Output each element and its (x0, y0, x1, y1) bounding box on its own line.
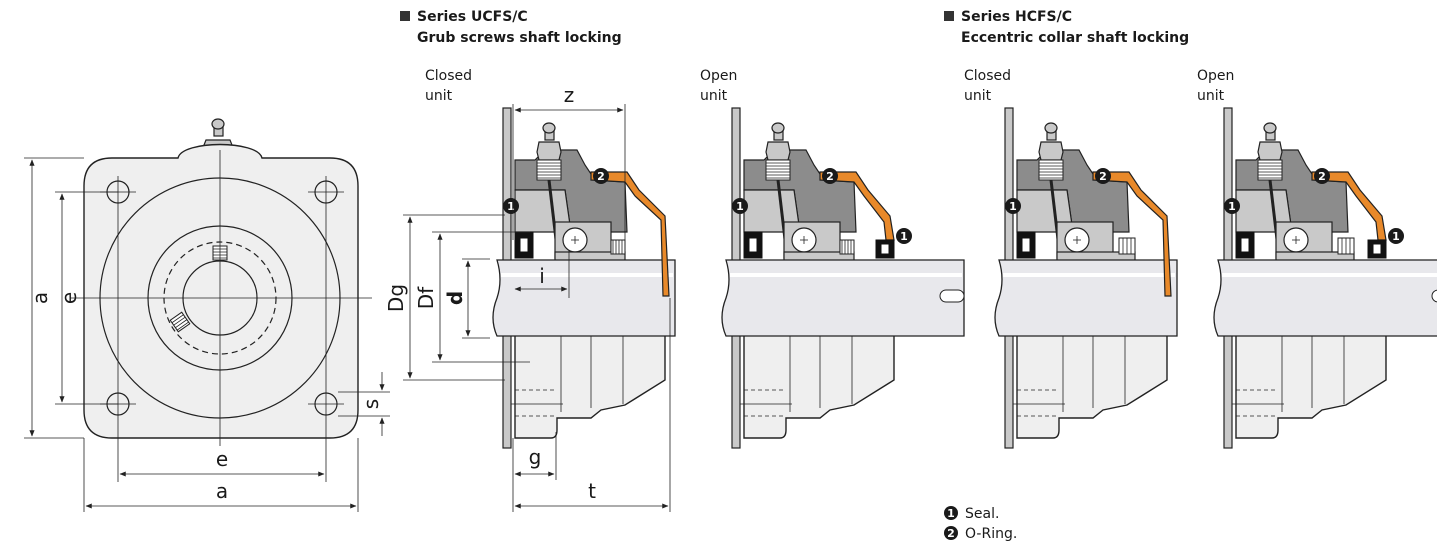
series-hcfs-subtitle: Eccentric collar shaft locking (961, 30, 1189, 46)
callout-seal: 1 (1005, 198, 1021, 214)
end-cap-closed (590, 171, 670, 297)
label-closed-1: Closed (425, 68, 472, 84)
dim-a-horizontal: a (216, 479, 228, 503)
shaft (721, 259, 965, 337)
svg-text:1: 1 (1228, 200, 1236, 213)
legend-oring-text: O-Ring. (965, 526, 1017, 542)
callout-seal: 1 (896, 228, 912, 244)
shaft-keyway (939, 289, 965, 303)
grub-screw (839, 239, 855, 255)
label-open-1: Open (700, 68, 737, 84)
dim-g: g (529, 445, 542, 469)
svg-text:2: 2 (1318, 170, 1326, 183)
header-hcfs: Series HCFS/C Eccentric collar shaft loc… (944, 9, 1189, 46)
label-unit-closed-1: unit (425, 88, 453, 104)
callout-seal: 1 (732, 198, 748, 214)
series-bullet (944, 11, 954, 21)
series-ucfs-subtitle: Grub screws shaft locking (417, 30, 622, 46)
label-unit-open-1: unit (700, 88, 728, 104)
seal-lip-core (1021, 237, 1031, 253)
flange-outline (83, 143, 359, 439)
dim-e-vertical: e (57, 292, 81, 304)
callout-oring: 2 (822, 168, 838, 184)
series-ucfs-title: Series UCFS/C (417, 9, 528, 25)
seal-lip-core (748, 237, 758, 253)
callout-oring: 2 (1095, 168, 1111, 184)
svg-text:2: 2 (947, 527, 955, 540)
front-view-flange: a e e a s (24, 118, 390, 512)
dim-d: d (443, 291, 467, 305)
dim-Dg: Dg (384, 284, 408, 312)
label-closed-2: Closed (964, 68, 1011, 84)
section-ucfs-closed: 12 (492, 107, 676, 449)
section-hcfs-closed: 12 (994, 107, 1178, 449)
section-dimensions: z Dg Df d i g t (384, 83, 671, 512)
dim-Df: Df (414, 286, 438, 309)
svg-text:2: 2 (1099, 170, 1107, 183)
callout-oring: 2 (593, 168, 609, 184)
callout-seal: 1 (503, 198, 519, 214)
svg-text:1: 1 (900, 230, 908, 243)
dim-e-horizontal: e (216, 447, 228, 471)
label-unit-open-2: unit (1197, 88, 1225, 104)
label-unit-closed-2: unit (964, 88, 992, 104)
grease-nipple (765, 122, 791, 249)
svg-text:2: 2 (597, 170, 605, 183)
dim-s: s (359, 399, 383, 409)
series-bullet (400, 11, 410, 21)
dim-i: i (539, 264, 545, 288)
svg-text:1: 1 (507, 200, 515, 213)
shaft (1213, 259, 1437, 337)
grub-screw-side (169, 311, 191, 333)
svg-text:2: 2 (826, 170, 834, 183)
series-hcfs-title: Series HCFS/C (961, 9, 1072, 25)
seal-lip-core (1240, 237, 1250, 253)
shaft-keyway (1431, 289, 1437, 303)
svg-text:1: 1 (736, 200, 744, 213)
dim-t: t (588, 479, 596, 503)
grease-nipple (536, 122, 562, 249)
label-open-2: Open (1197, 68, 1234, 84)
seal-lip-core (519, 237, 529, 253)
svg-text:1: 1 (947, 507, 955, 520)
dim-a-vertical: a (28, 292, 52, 304)
header-ucfs: Series UCFS/C Grub screws shaft locking (400, 9, 622, 46)
shaft (994, 259, 1178, 337)
shaft (492, 259, 676, 337)
legend-item-oring: 2 O-Ring. (944, 526, 1017, 542)
legend-seal-text: Seal. (965, 506, 999, 522)
dim-z: z (564, 83, 575, 107)
section-hcfs-open: 1 2 1 (1213, 107, 1437, 449)
legend-item-seal: 1 Seal. (944, 506, 999, 522)
callout-seal: 1 (1224, 198, 1240, 214)
callout-oring: 2 (1314, 168, 1330, 184)
callout-seal: 1 (1388, 228, 1404, 244)
svg-text:1: 1 (1009, 200, 1017, 213)
grub-screw (610, 239, 626, 255)
end-cap-closed (1092, 171, 1172, 297)
svg-text:1: 1 (1392, 230, 1400, 243)
section-ucfs-open: 1 2 1 (721, 107, 965, 449)
legend: 1 Seal. 2 O-Ring. (944, 506, 1017, 542)
